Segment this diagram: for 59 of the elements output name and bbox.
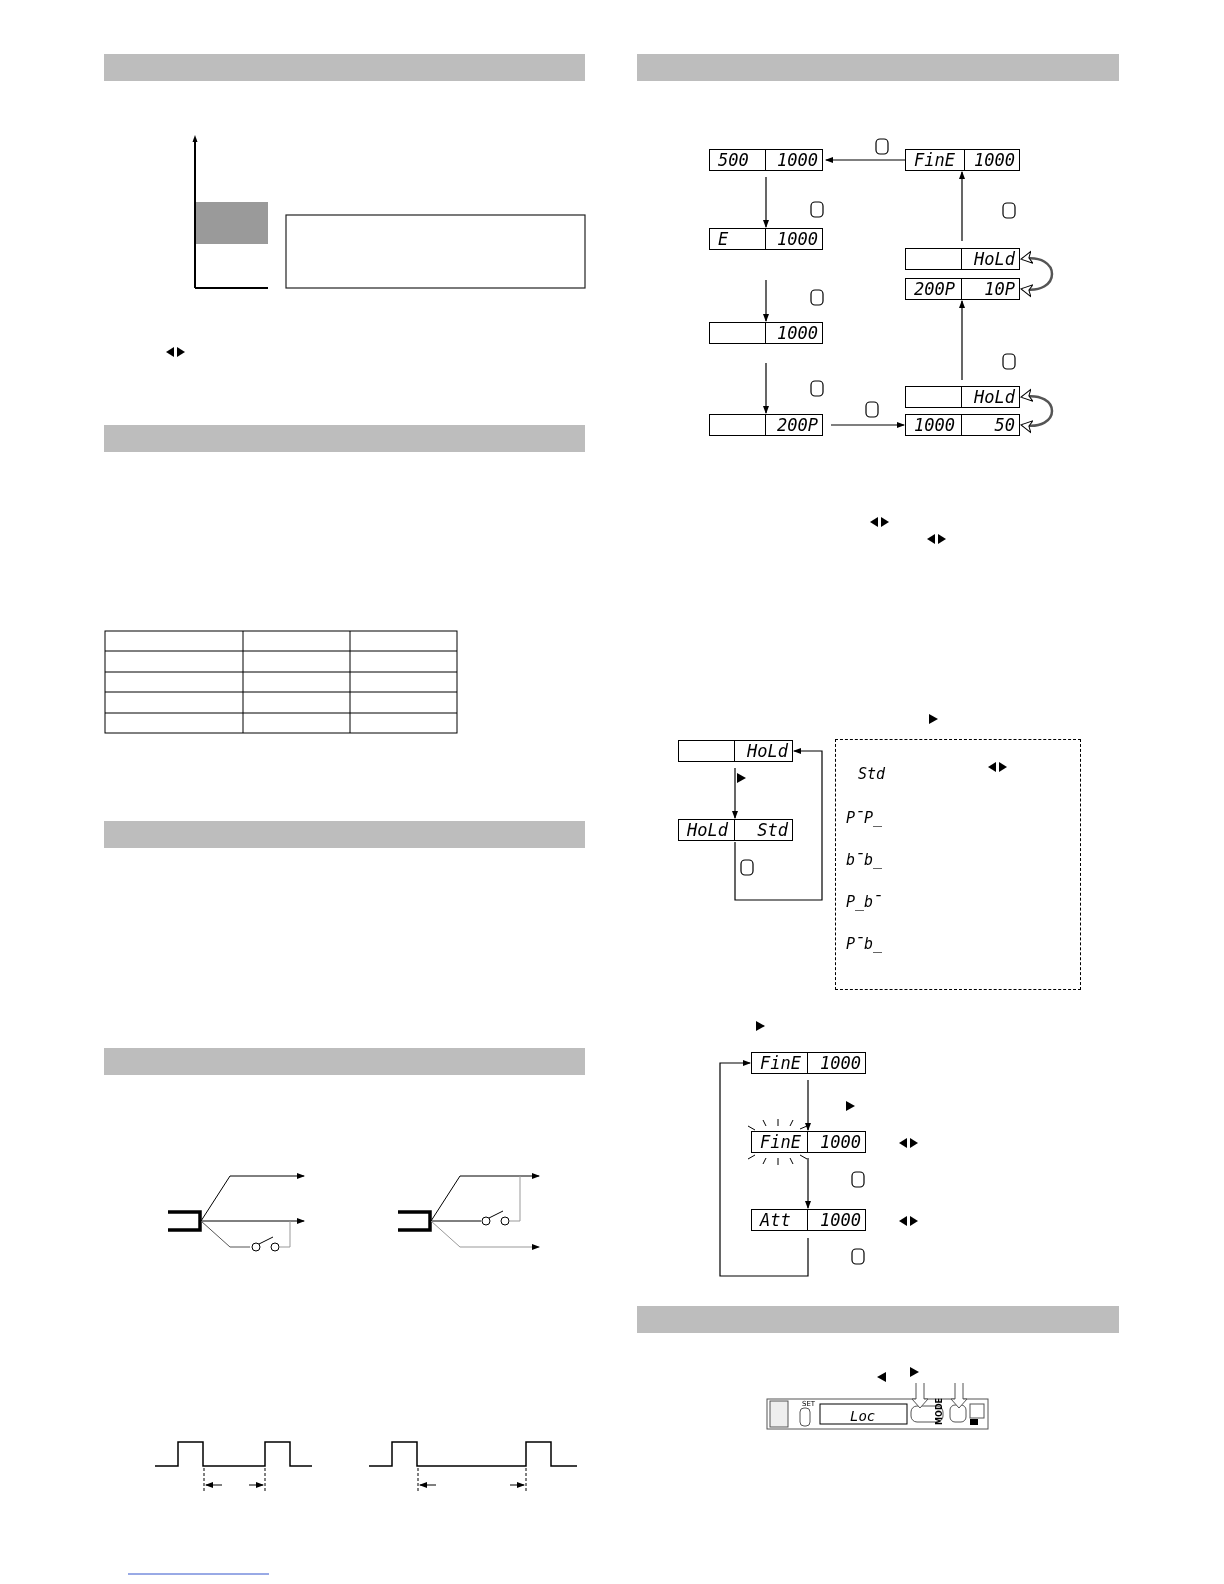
display-readout: Loc xyxy=(850,1409,876,1423)
toggle-arrow xyxy=(1020,389,1053,433)
display-readout: 50 xyxy=(993,415,1016,435)
lcd-display xyxy=(905,278,1020,300)
display-readout: 1000 xyxy=(819,1053,862,1073)
lcd-display xyxy=(905,248,1020,270)
lcd-display xyxy=(678,740,793,762)
arrow xyxy=(763,176,769,228)
option-code: P¯P_ xyxy=(846,811,883,826)
toggle-arrow xyxy=(1020,251,1054,297)
display-readout: 200P xyxy=(776,415,819,435)
display-readout: 1000 xyxy=(776,229,819,249)
arrow xyxy=(734,748,823,901)
lcd-display xyxy=(709,228,823,250)
display-readout: Att xyxy=(758,1210,792,1230)
display-readout: 1000 xyxy=(819,1210,862,1230)
arrow xyxy=(830,422,905,428)
dashed-option-box xyxy=(835,739,1081,990)
display-readout: 1000 xyxy=(776,150,819,170)
arrow xyxy=(805,1079,811,1131)
option-code: b¯b_ xyxy=(846,853,883,868)
lcd-display xyxy=(905,414,1020,436)
lcd-display xyxy=(905,386,1020,408)
display-readout: FinE xyxy=(759,1053,802,1073)
display-readout: 500 xyxy=(717,150,750,170)
display-readout: 1000 xyxy=(776,323,819,343)
lcd-display xyxy=(709,414,823,436)
display-readout: HoLd xyxy=(746,741,789,761)
option-code: Std xyxy=(858,767,886,782)
lcd-display xyxy=(751,1052,866,1074)
lcd-display xyxy=(709,149,823,171)
display-readout: HoLd xyxy=(973,249,1016,269)
lcd-display xyxy=(751,1209,866,1231)
display-readout: FinE xyxy=(913,150,956,170)
arrow xyxy=(719,1060,809,1277)
arrow xyxy=(805,1157,811,1209)
lcd-display xyxy=(905,149,1020,171)
display-readout: Std xyxy=(756,820,789,840)
lcd-display xyxy=(751,1131,866,1153)
arrow xyxy=(959,300,965,381)
display-readout: FinE xyxy=(759,1132,802,1152)
display-readout: HoLd xyxy=(686,820,729,840)
lcd-display xyxy=(709,322,823,344)
display-readout: 200P xyxy=(913,279,956,299)
arrow xyxy=(763,362,769,414)
option-code: P_b¯ xyxy=(846,895,883,910)
display-readout: E xyxy=(717,229,730,249)
lcd-display xyxy=(678,819,793,841)
display-readout: 1000 xyxy=(819,1132,862,1152)
button-label: MODE xyxy=(936,1398,944,1425)
display-readout: 10P xyxy=(983,279,1016,299)
option-code: P¯b_ xyxy=(846,937,883,952)
display-readout: 1000 xyxy=(913,415,956,435)
display-readout: 1000 xyxy=(973,150,1016,170)
display-readout: HoLd xyxy=(973,387,1016,407)
arrow xyxy=(763,279,769,322)
arrow xyxy=(825,157,906,163)
arrow xyxy=(959,171,965,242)
arrow xyxy=(732,767,738,819)
